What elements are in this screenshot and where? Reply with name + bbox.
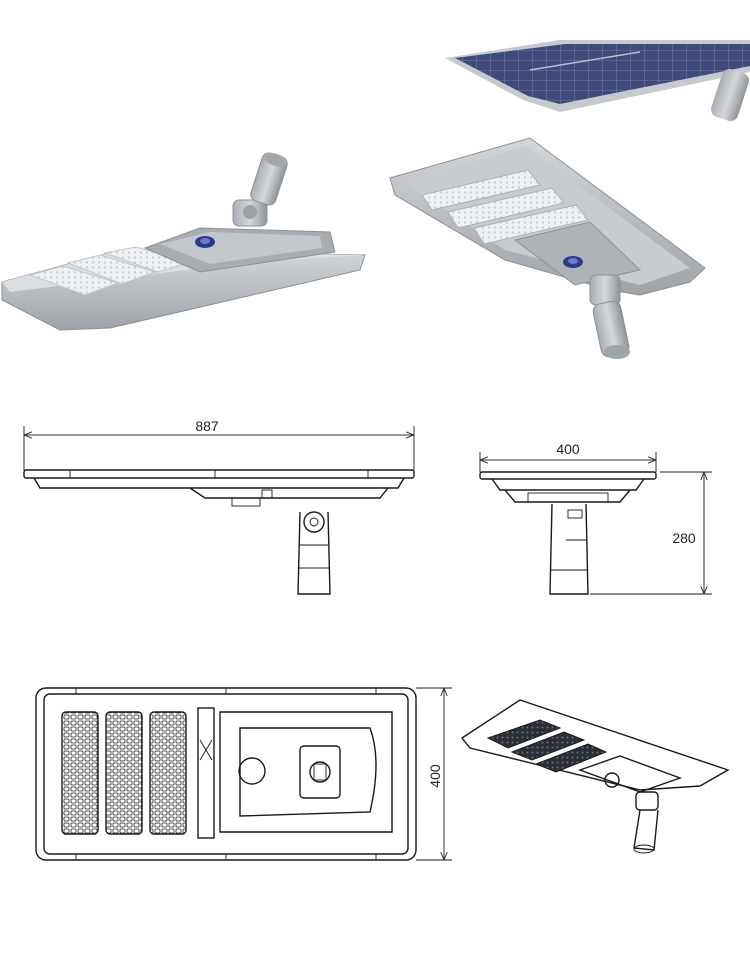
luminaire-underside-photo [389,137,706,359]
luminaire-perspective-drawing [460,699,730,854]
end-elevation-drawing [479,452,712,595]
luminaire-top-view-photo [1,152,366,331]
side-elevation-drawing [23,426,415,595]
dimension-length-label: 887 [195,418,219,434]
plan-view-drawing [35,687,452,861]
dimension-width-top-label: 400 [427,764,443,788]
solar-panel-photo [445,40,750,122]
dimension-height-label: 280 [672,530,696,546]
dimension-width-side-label: 400 [556,441,580,457]
